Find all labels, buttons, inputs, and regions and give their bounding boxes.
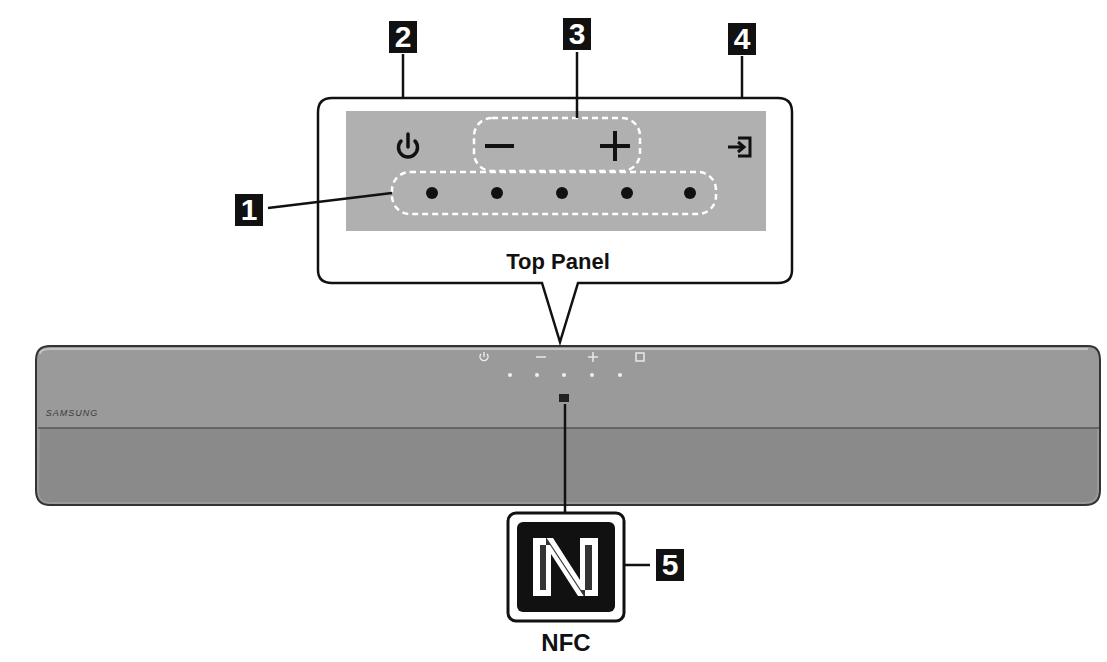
callout-number: 5 <box>656 549 685 581</box>
callout-number: 1 <box>235 194 264 226</box>
magnifier-callout <box>318 98 792 342</box>
brand-logo: SAMSUNG <box>46 408 99 418</box>
callout-number: 4 <box>728 23 757 55</box>
soundbar-body <box>36 346 1100 505</box>
symbol-caption: NFC <box>541 629 590 657</box>
power-icon <box>399 134 418 157</box>
volume-bracket <box>474 118 640 171</box>
led-bracket <box>392 172 716 214</box>
leader-lines <box>268 52 742 565</box>
panel-title: Top Panel <box>506 249 610 275</box>
volume-icons <box>487 133 628 159</box>
callout-number: 3 <box>563 18 592 50</box>
top-panel-surface <box>346 111 766 231</box>
input-icon <box>728 138 750 156</box>
callout-number: 2 <box>389 21 418 53</box>
nfc-symbol <box>508 513 624 621</box>
led-indicators <box>426 187 696 199</box>
